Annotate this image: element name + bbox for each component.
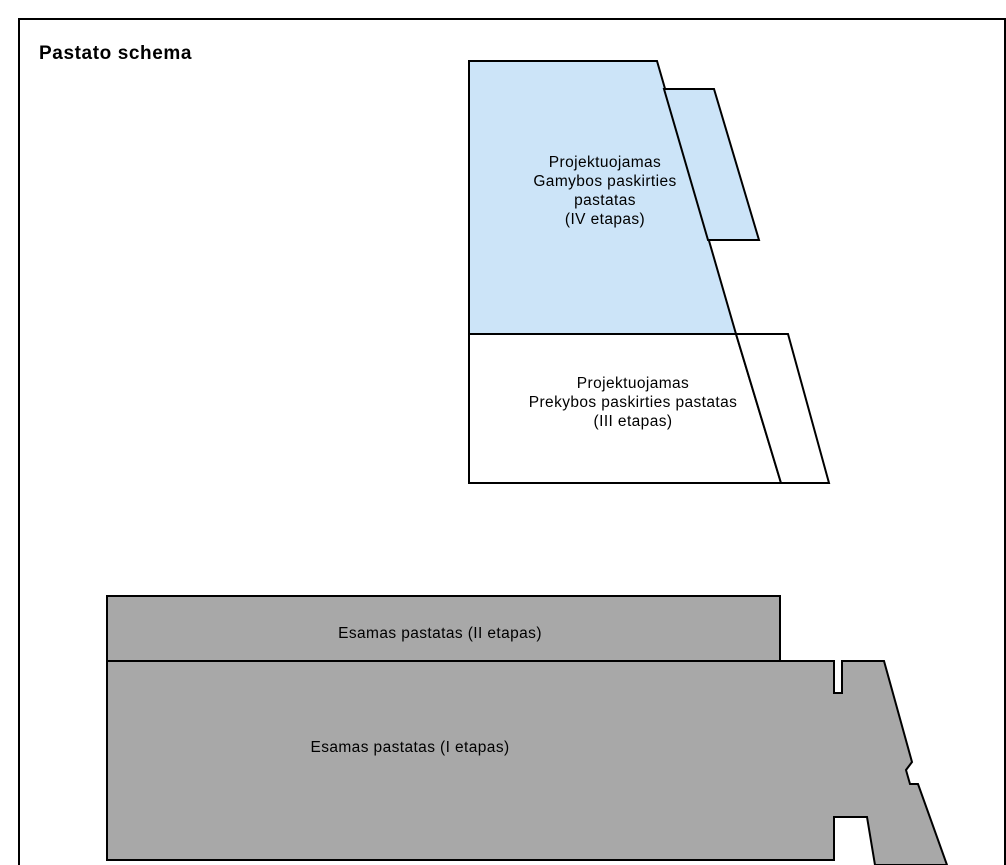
stage-iv-label-line-1: Projektuojamas	[548, 154, 662, 171]
stage-iv-label-line-4: (IV etapas)	[564, 211, 646, 228]
drawing-frame	[18, 18, 1006, 865]
building-stage-i	[106, 660, 949, 865]
stage-iv-label-line-2: Gamybos paskirties	[533, 173, 677, 190]
stage-iii-label-line-1: Projektuojamas	[576, 375, 690, 392]
building-stage-i-label: Esamas pastatas (I etapas)	[310, 739, 510, 756]
building-stage-iii-label: Projektuojamas Prekybos paskirties pasta…	[478, 374, 788, 431]
building-stage-ii	[106, 595, 781, 662]
building-stage-iv-label: Projektuojamas Gamybos paskirties pastat…	[490, 153, 720, 229]
building-stage-iv-annex	[662, 88, 761, 241]
page-title: Pastato schema	[39, 43, 193, 64]
building-stage-iii-annex	[734, 333, 831, 484]
building-stage-ii-label: Esamas pastatas (II etapas)	[338, 625, 542, 642]
stage-iii-label-line-2: Prekybos paskirties pastatas	[528, 394, 738, 411]
stage-iii-label-line-3: (III etapas)	[593, 413, 673, 430]
stage-iv-label-line-3: pastatas	[574, 192, 636, 209]
